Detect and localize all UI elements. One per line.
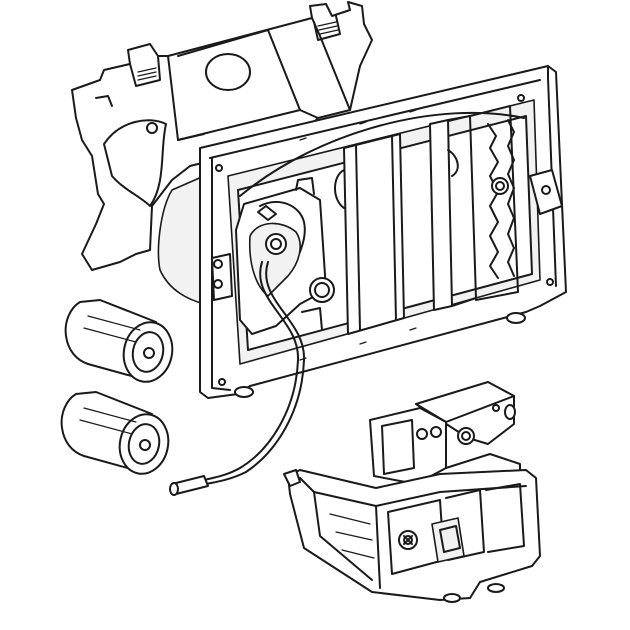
back-cover-plate bbox=[71, 1, 373, 271]
battery-compartment-module bbox=[283, 381, 541, 603]
connection-cable bbox=[169, 261, 306, 496]
control-unit bbox=[211, 177, 335, 335]
battery-1 bbox=[64, 299, 174, 383]
battery-2 bbox=[60, 391, 170, 475]
mounting-frame bbox=[157, 65, 567, 399]
